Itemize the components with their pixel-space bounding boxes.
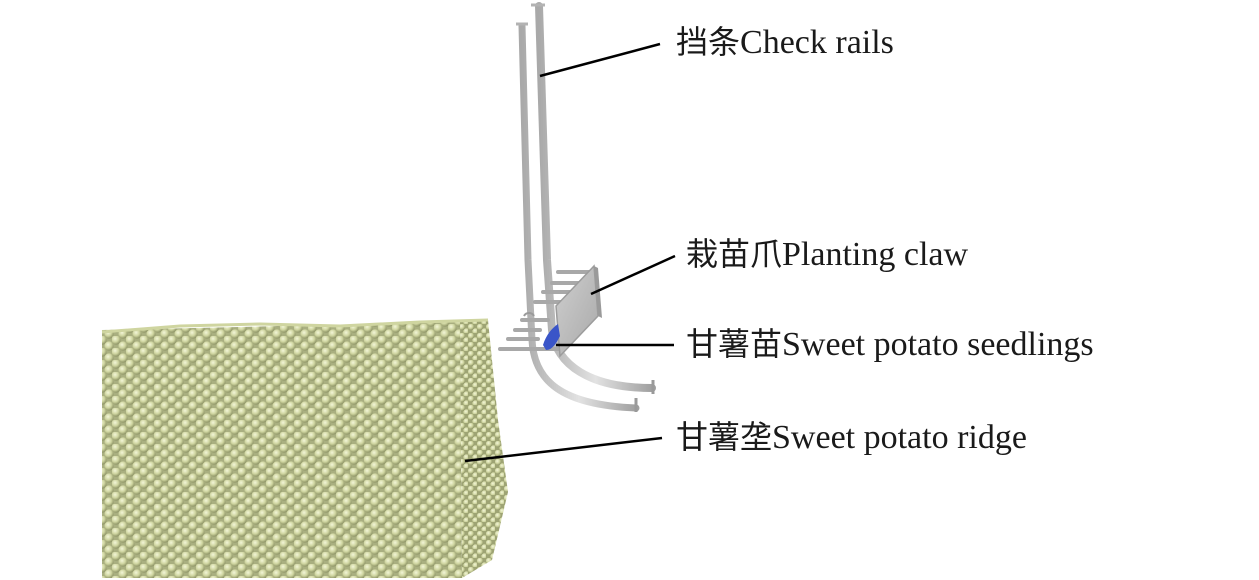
label-seedlings: 甘薯苗Sweet potato seedlings — [686, 328, 1094, 362]
label-en: Sweet potato ridge — [772, 419, 1027, 456]
label-zh: 挡条 — [676, 23, 741, 61]
planting-claw-plate — [555, 264, 599, 358]
planting-claw — [555, 264, 602, 358]
leader-lines — [464, 42, 676, 463]
leader-line-planting-claw — [590, 254, 676, 296]
ridge-top-edge — [101, 318, 489, 334]
sweet-potato-seedling — [543, 324, 560, 350]
leader-line-check-rails — [539, 42, 661, 78]
leader-line-ridge — [464, 436, 663, 463]
ridge-front-face — [102, 322, 462, 578]
label-en: Sweet potato seedlings — [782, 326, 1094, 363]
ridge-side-face — [460, 320, 508, 578]
label-zh: 甘薯垄 — [676, 418, 773, 456]
label-planting-claw: 栽苗爪Planting claw — [686, 238, 968, 272]
label-ridge: 甘薯垄Sweet potato ridge — [676, 421, 1027, 455]
claw-hook — [523, 312, 535, 317]
label-en: Check rails — [740, 24, 894, 61]
label-zh: 栽苗爪 — [686, 235, 783, 273]
label-zh: 甘薯苗 — [686, 325, 783, 363]
label-en: Planting claw — [782, 236, 969, 273]
sweet-potato-ridge — [101, 318, 508, 578]
label-check-rails: 挡条Check rails — [676, 26, 894, 60]
